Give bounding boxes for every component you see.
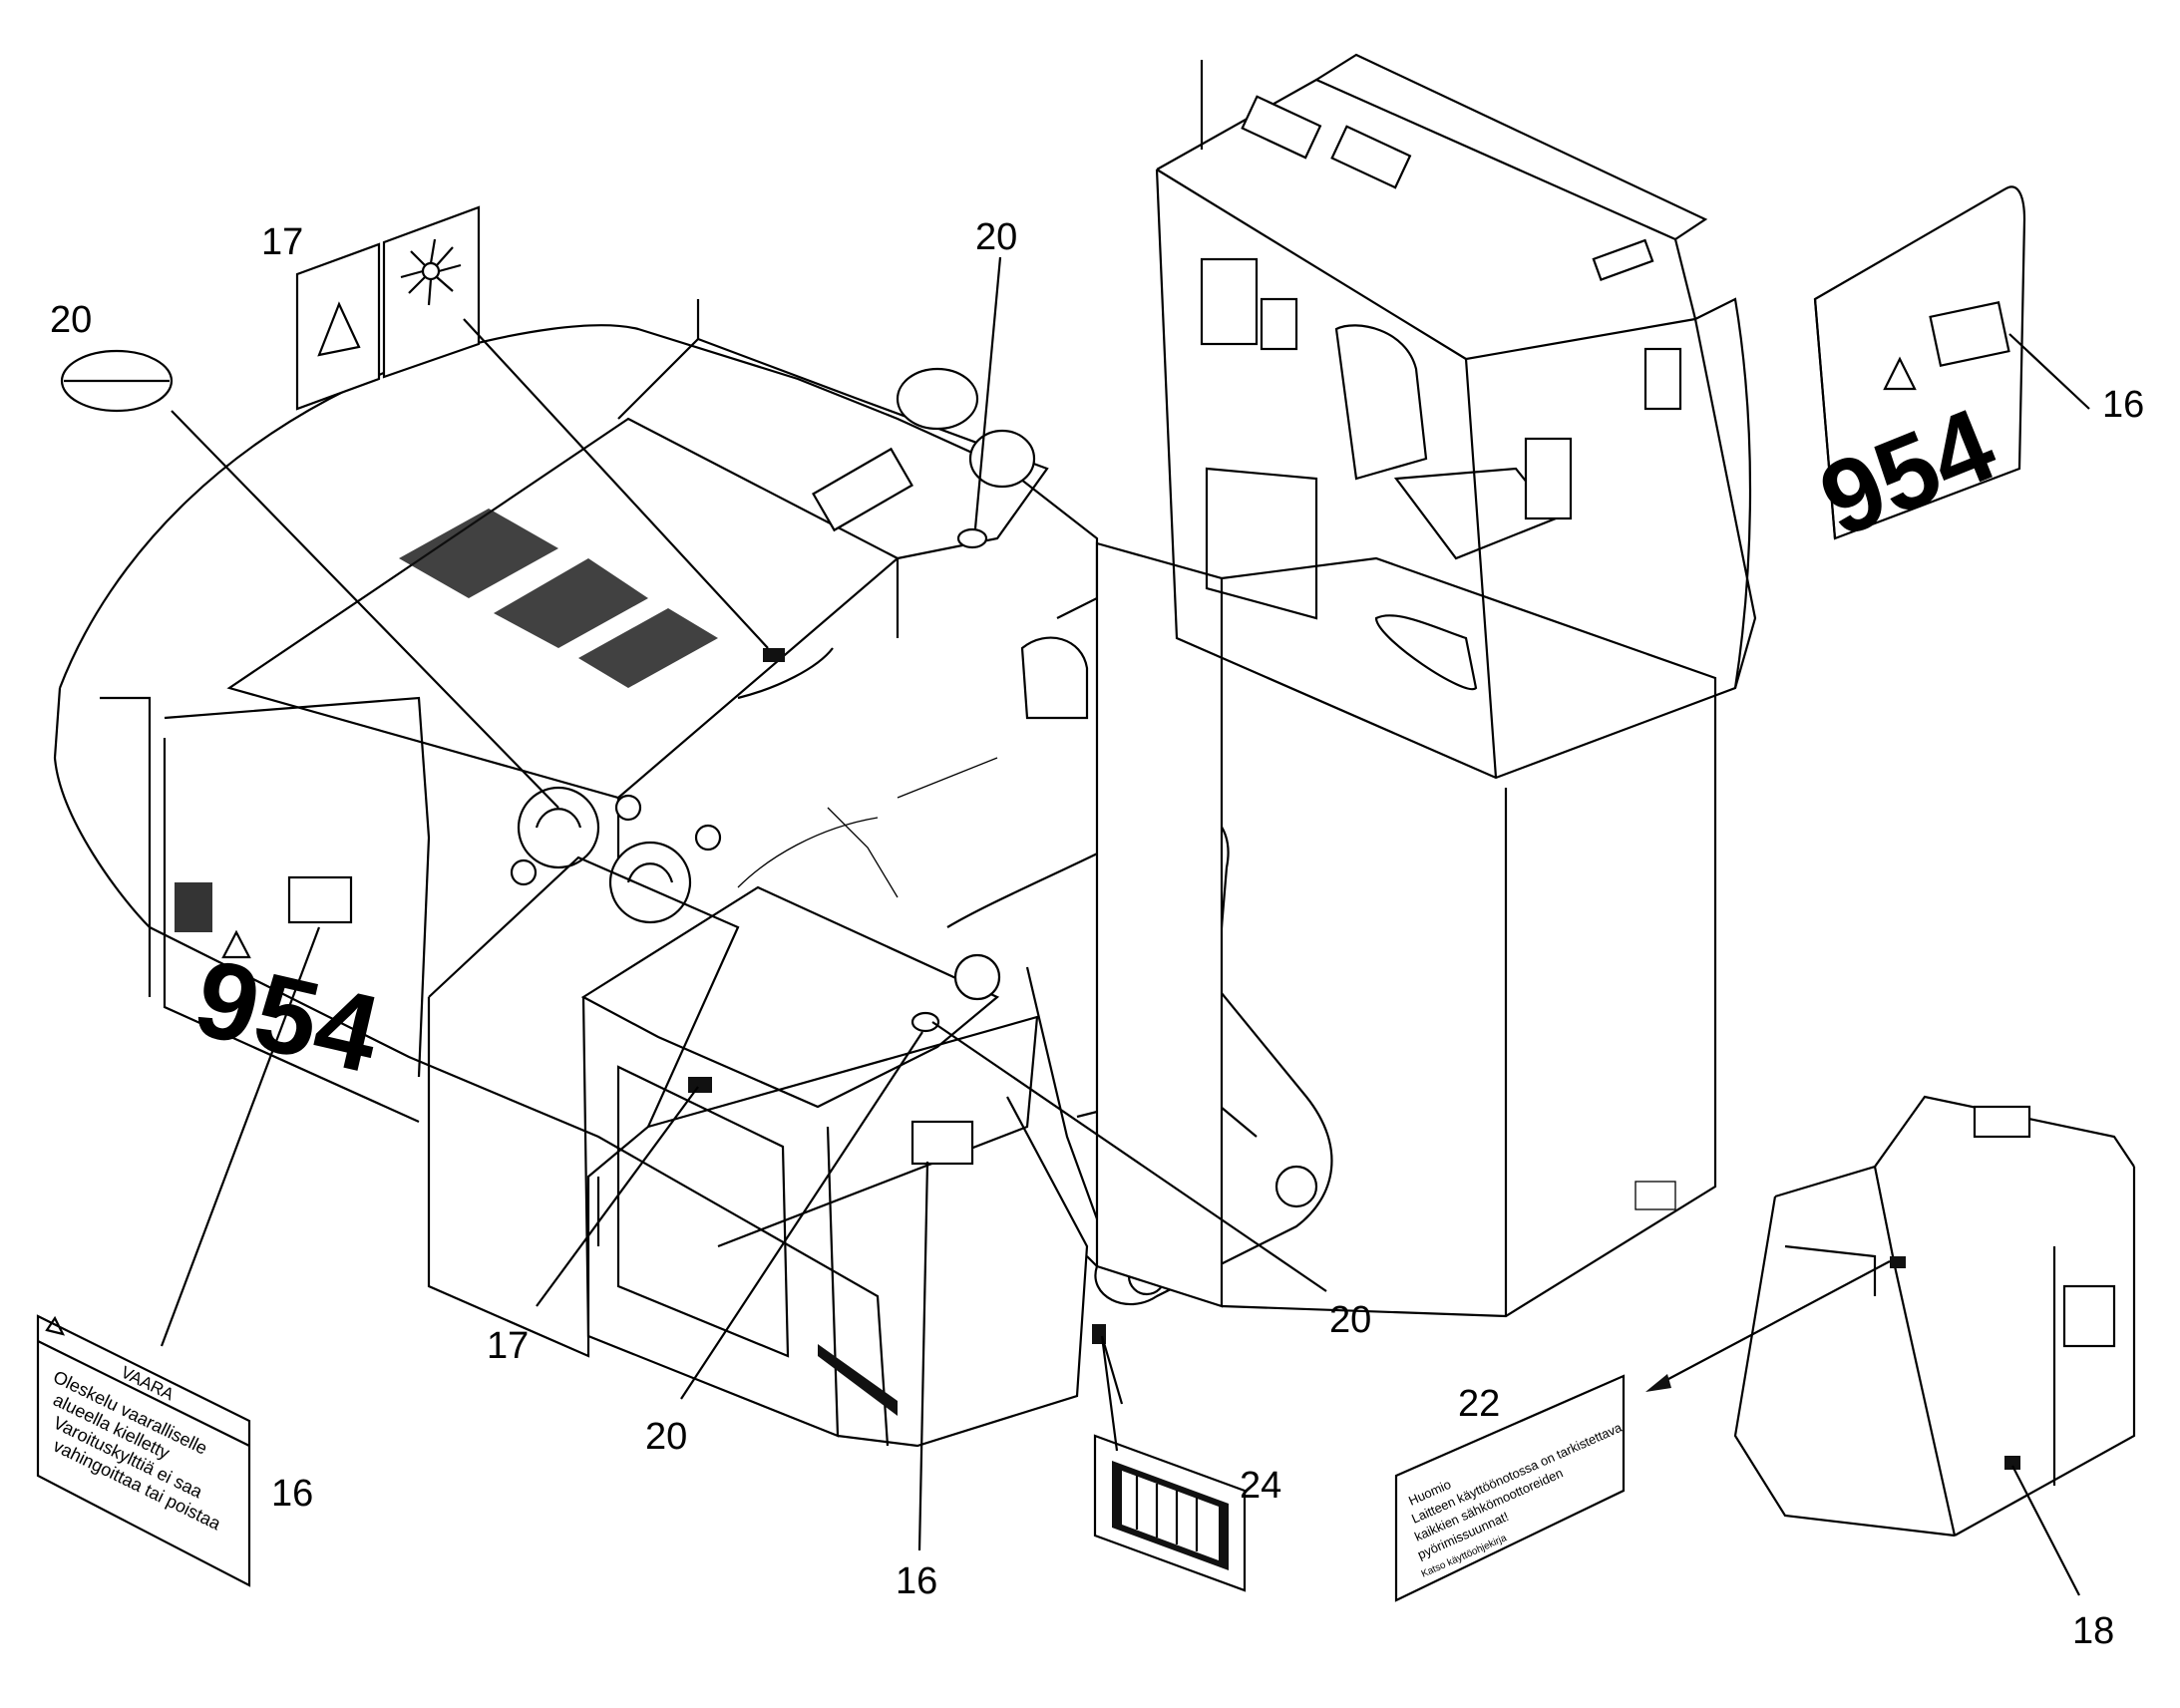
side-model-number: 954 — [184, 936, 390, 1097]
decal-17 — [295, 205, 481, 411]
leader-lines — [160, 256, 2090, 1596]
callout-17: 17 — [487, 1325, 529, 1367]
callout-16: 16 — [271, 1473, 313, 1515]
cab-assembly — [1095, 53, 1757, 1318]
hood-grilles — [399, 509, 718, 688]
warning-triangle-icon — [45, 1315, 66, 1336]
filler-caps — [510, 786, 722, 924]
callout-20: 20 — [975, 216, 1017, 258]
decal-24 — [1093, 1434, 1247, 1592]
callout-22: 22 — [1458, 1383, 1500, 1425]
hood-label-17 — [763, 648, 785, 662]
plug-hole — [956, 527, 988, 549]
side-panel-decal: 954 — [1805, 185, 2026, 559]
callout-20: 20 — [645, 1416, 687, 1458]
vent-grille-icon — [1135, 1476, 1199, 1551]
callout-18: 18 — [2072, 1610, 2114, 1652]
warning-triangle-icon — [221, 929, 251, 959]
callout-numbers: 17 20 20 16 16 17 20 20 16 24 22 18 — [50, 216, 2144, 1652]
callout-16: 16 — [896, 1560, 937, 1602]
label-placeholder — [1929, 300, 2010, 368]
cab-label-18 — [2004, 1456, 2020, 1470]
door-label-17 — [688, 1077, 712, 1093]
callout-17: 17 — [261, 221, 303, 263]
machine-body: 954 — [53, 299, 1333, 1448]
vent-grille-icon — [175, 882, 212, 932]
callout-24: 24 — [1240, 1465, 1281, 1507]
callout-16: 16 — [2102, 384, 2144, 426]
warning-triangle-icon — [317, 301, 361, 357]
label-placeholder — [287, 875, 353, 924]
warning-triangle-icon — [1883, 356, 1917, 391]
label-placeholder-16 — [910, 1120, 974, 1166]
callout-20: 20 — [50, 299, 92, 341]
cab-frame — [1733, 1095, 2136, 1537]
fan-icon — [400, 238, 462, 306]
decal-22: Huomio Laitteen käyttöönotossa on tarkis… — [1394, 1374, 1625, 1602]
plug-hole — [910, 1011, 940, 1033]
oval-plug-icon — [60, 349, 174, 413]
callout-20: 20 — [1329, 1299, 1371, 1341]
decal-16: VAARA Oleskelu vaaralliselle alueella ki… — [36, 1314, 251, 1587]
